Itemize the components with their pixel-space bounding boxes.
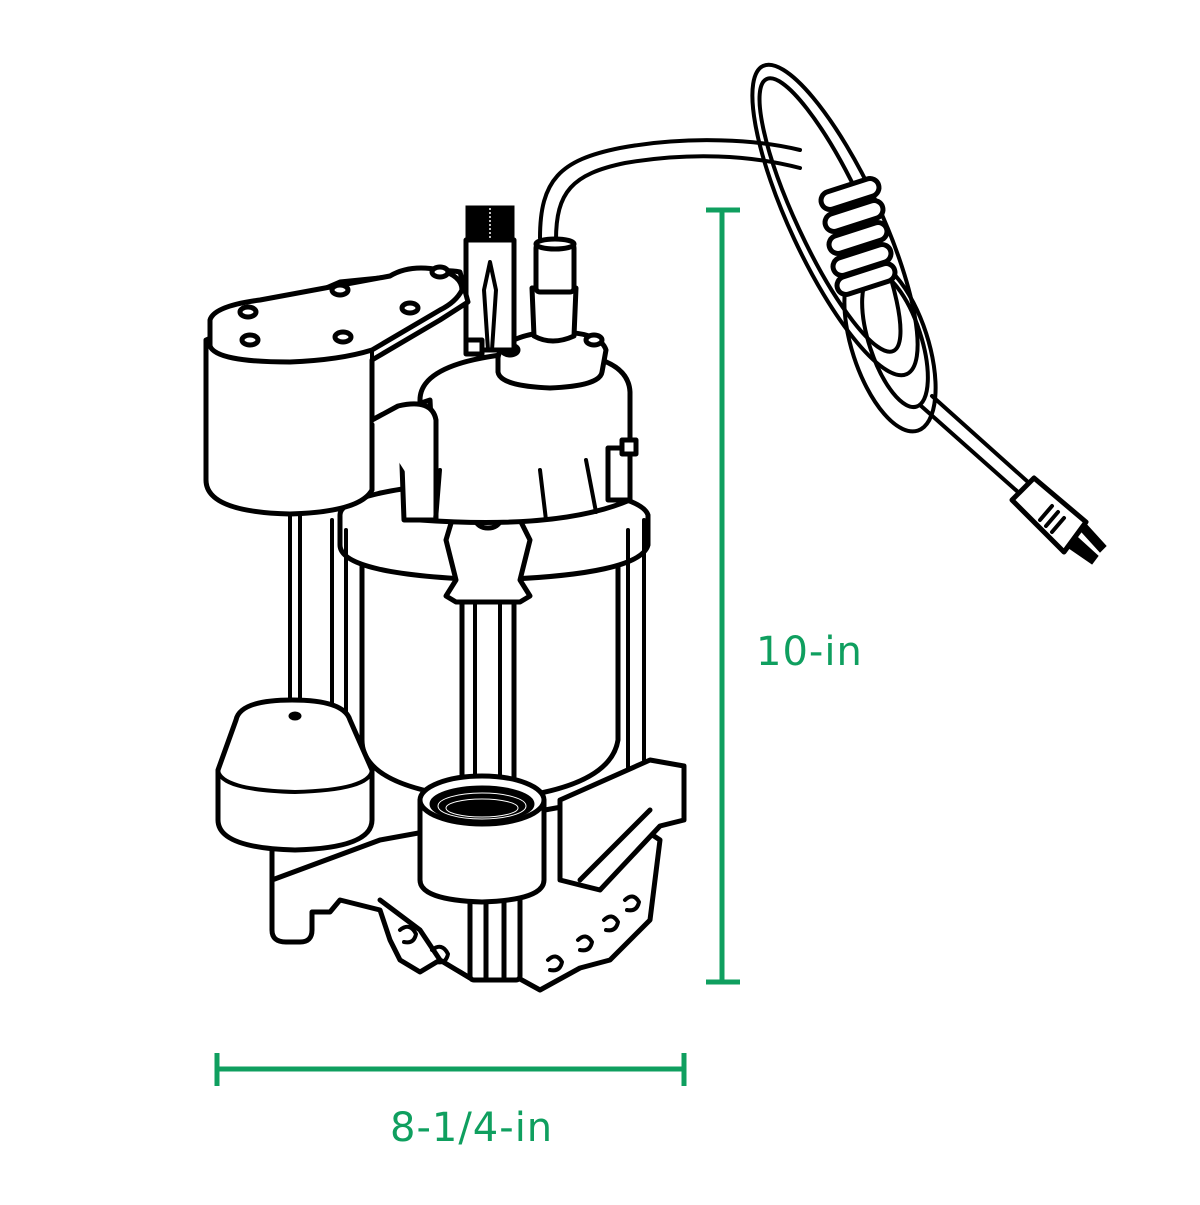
height-dimension-line xyxy=(706,207,740,985)
motor-housing xyxy=(330,477,651,803)
motor-top-cap xyxy=(397,329,639,525)
cord-coil xyxy=(750,62,938,434)
air-vent-valve xyxy=(463,205,517,357)
width-dimension-label: 8-1/4-in xyxy=(390,1105,554,1151)
discharge-outlet xyxy=(417,773,547,905)
power-cord xyxy=(538,62,1107,565)
cord-strain-relief xyxy=(529,236,579,344)
switch-housing xyxy=(203,264,471,523)
width-dimension-line xyxy=(214,1053,687,1086)
cord-wraps xyxy=(818,176,898,297)
screw-icons xyxy=(237,264,451,348)
height-dimension-label: 10-in xyxy=(756,629,863,675)
float-assembly xyxy=(215,512,375,883)
plug-icon xyxy=(1009,475,1107,565)
